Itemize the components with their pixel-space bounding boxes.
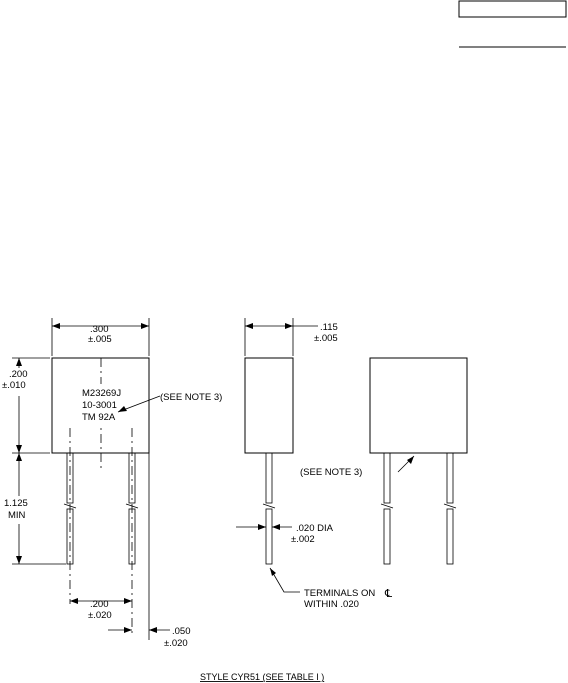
terminal-note-line-1: TERMINALS ON <box>304 588 375 599</box>
marking-line-1: M23269J <box>82 388 121 399</box>
dim-lead-length-value: 1.125 <box>4 498 28 509</box>
side-body <box>244 357 294 454</box>
side-view: .115 ±.005 .020 DIA ±.002 TERMINALS ON ℄… <box>236 318 392 610</box>
side-lead-upper <box>265 452 273 504</box>
dim-front-height-value: .200 <box>9 369 28 380</box>
dim-front-width-tol: ±.005 <box>88 334 112 345</box>
rear-body <box>369 357 468 454</box>
rear-note: (SEE NOTE 3) <box>300 467 362 478</box>
side-lead-lower <box>265 508 273 565</box>
marking-line-2: 10-3001 <box>82 400 117 411</box>
terminal-note-line-2: WITHIN .020 <box>304 599 359 610</box>
dim-lead-dia-value: .020 DIA <box>296 523 334 534</box>
dim-lead-offset-value: .050 <box>172 626 191 637</box>
dim-side-thickness-tol: ±.005 <box>314 333 338 344</box>
dim-lead-dia-tol: ±.002 <box>291 534 315 545</box>
terminal-note-leader <box>269 567 300 593</box>
rear-lead-left-lower <box>383 508 391 565</box>
front-view: .300 ±.005 .200 ±.010 M23269J 10-3001 TM… <box>2 318 222 649</box>
drawing-caption: STYLE CYR51 (SEE TABLE I ) <box>200 672 324 682</box>
marking-note: (SEE NOTE 3) <box>160 392 222 403</box>
dim-lead-length-tol: MIN <box>8 510 26 521</box>
dim-lead-offset-tol: ±.020 <box>164 638 188 649</box>
rear-view: (SEE NOTE 3) <box>297 357 468 565</box>
dim-lead-spacing-tol: ±.020 <box>88 610 112 621</box>
title-block-box <box>458 0 567 18</box>
rear-lead-right-upper <box>446 452 454 504</box>
centerline-symbol: ℄ <box>384 588 392 600</box>
dim-front-height-tol: ±.010 <box>2 380 26 391</box>
dim-lead-spacing-value: .200 <box>90 599 109 610</box>
rear-lead-left-upper <box>383 452 391 504</box>
dim-side-thickness-value: .115 <box>320 322 338 333</box>
rear-lead-right-lower <box>446 508 454 565</box>
dim-front-width-value: .300 <box>90 324 109 335</box>
marking-line-3: TM 92A <box>82 412 116 423</box>
